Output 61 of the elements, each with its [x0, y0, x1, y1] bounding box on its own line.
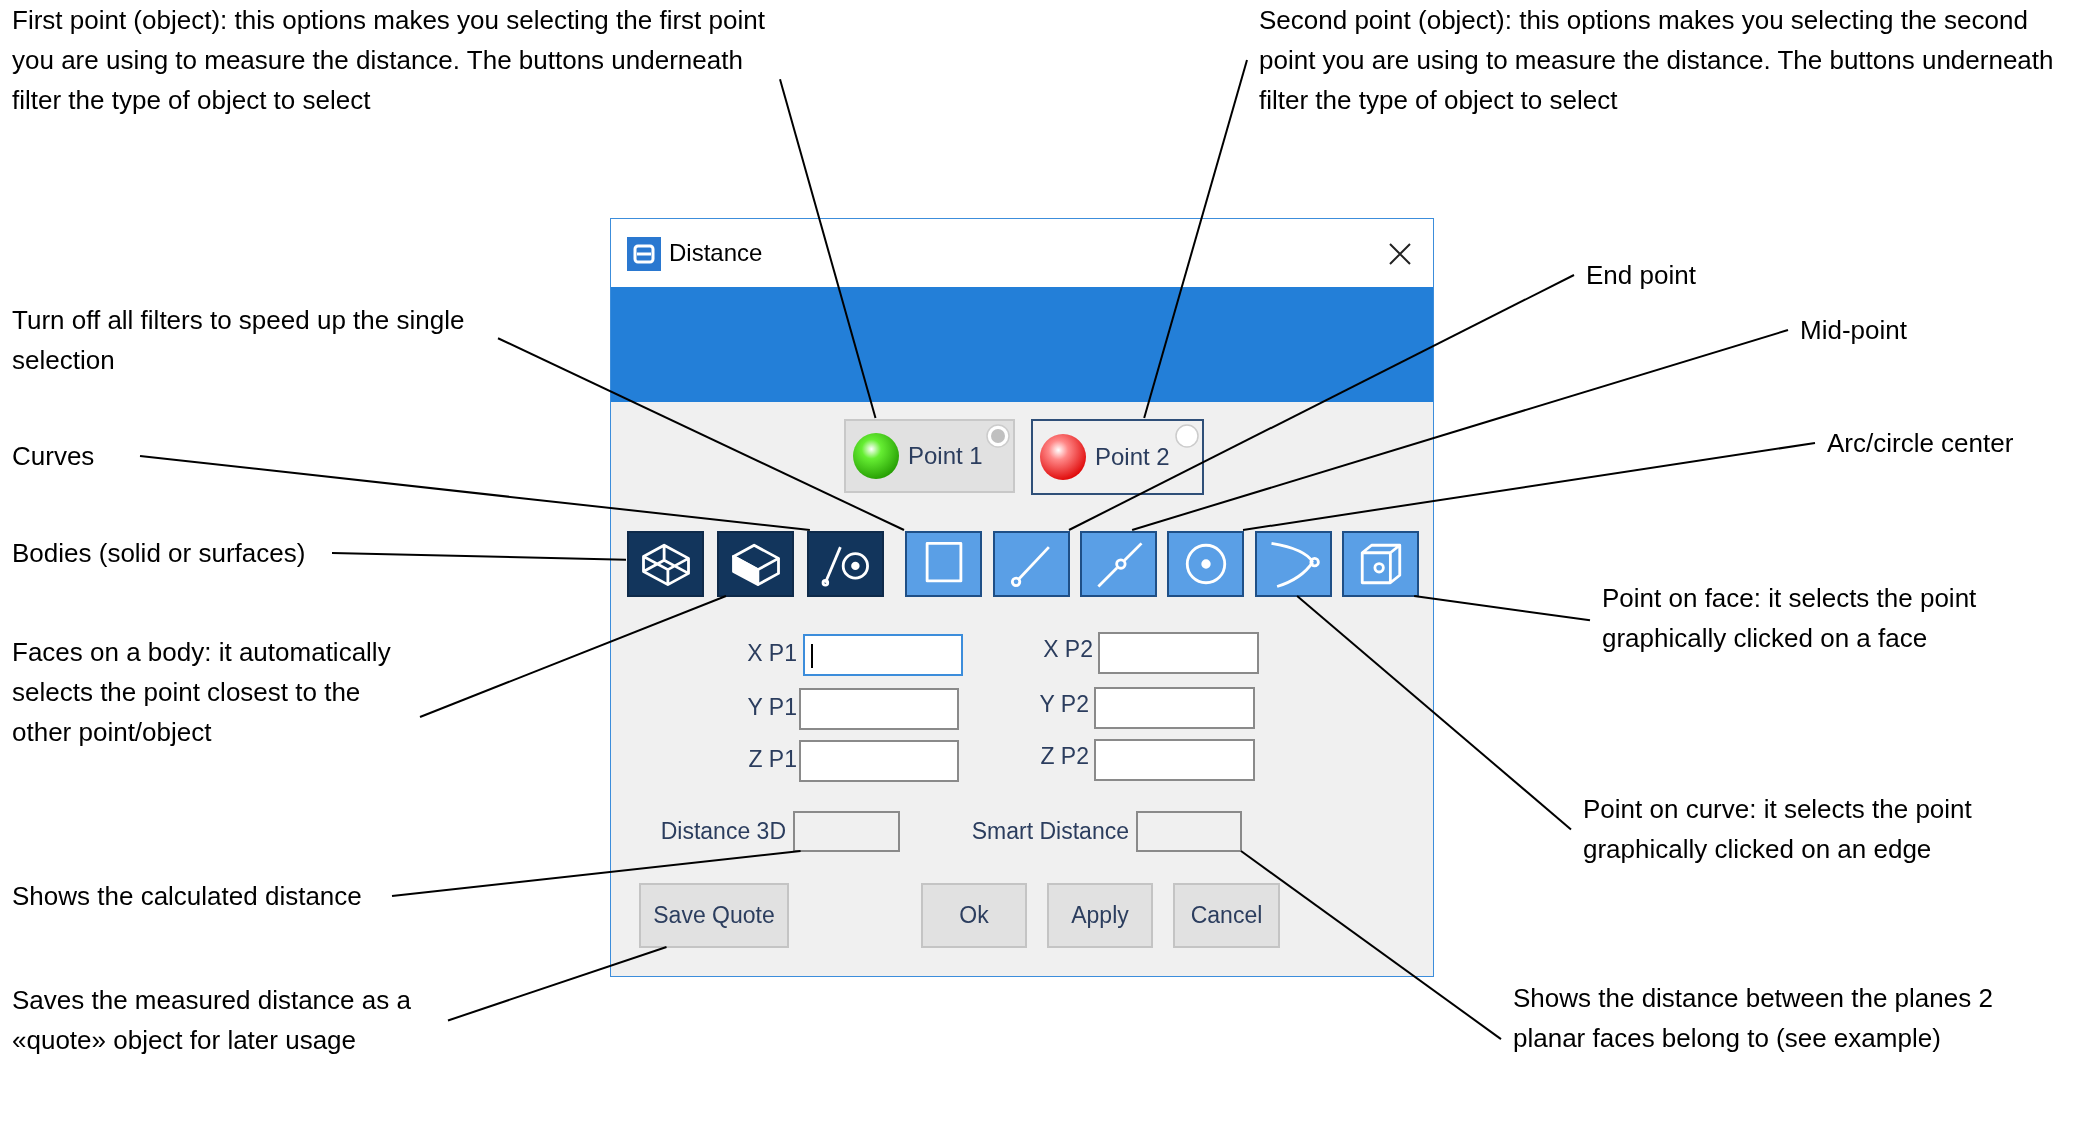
input-field	[1098, 632, 1259, 674]
annotation-text: Bodies (solid or surfaces)	[12, 533, 324, 573]
annotation-text: Turn off all filters to speed up the single selection	[12, 300, 490, 385]
filter-button	[993, 531, 1070, 597]
leader-line	[419, 595, 727, 718]
field-label: X P1	[746, 639, 797, 668]
leader-line	[1240, 850, 1502, 1041]
field-label: Smart Distance	[970, 817, 1129, 846]
dialog-button: Ok	[921, 883, 1027, 948]
input-field	[1094, 687, 1255, 729]
dialog-button: Apply	[1047, 883, 1153, 948]
filter-button	[717, 531, 794, 597]
field-label: Y P2	[1038, 690, 1089, 719]
leader-line	[139, 455, 811, 531]
field-label: Z P2	[1039, 742, 1089, 771]
leader-line	[391, 850, 802, 897]
annotation-text: First point (object): this options makes you selecting the first point you are using to measure the distance. The buttons underneath filter the type of object to select	[12, 0, 772, 165]
field-label: Y P1	[746, 693, 797, 722]
filter-button	[627, 531, 704, 597]
annotation-text: Second point (object): this options makes you selecting the second point you are using to measure the distance. The buttons underneath filter the type of object to select	[1259, 0, 2069, 125]
annotation-text: Saves the measured distance as a «quote» object for later usage	[12, 980, 440, 1070]
leader-line	[447, 946, 668, 1022]
leader-line	[497, 337, 905, 531]
input-field	[799, 688, 959, 730]
leader-line	[1242, 442, 1816, 531]
annotation-text: Arc/circle center	[1827, 423, 2067, 463]
leader-line	[1296, 595, 1572, 831]
leader-line	[1068, 274, 1575, 531]
field-label: Z P1	[747, 745, 797, 774]
filter-button	[1342, 531, 1419, 597]
point-button: Point 2	[1031, 419, 1204, 495]
leader-line	[1413, 595, 1591, 622]
filter-button	[1167, 531, 1244, 597]
field-label: Distance 3D	[659, 817, 786, 846]
annotation-text: Point on curve: it selects the point graphically clicked on an edge	[1583, 789, 2063, 879]
annotation-text: Mid-point	[1800, 310, 2000, 350]
input-field	[803, 634, 963, 676]
dialog-button: Cancel	[1173, 883, 1280, 948]
annotation-text: Curves	[12, 436, 132, 476]
filter-button	[1080, 531, 1157, 597]
dialog-window	[610, 218, 1434, 977]
dialog-button: Save Quote	[639, 883, 789, 948]
dialog-title: Distance	[669, 238, 763, 268]
filter-button	[807, 531, 884, 597]
leader-line	[779, 78, 877, 419]
annotation-text: End point	[1586, 255, 1786, 295]
filter-button	[905, 531, 982, 597]
leader-line	[1131, 329, 1789, 531]
annotation-text: Faces on a body: it automatically selects the point closest to the other point/object	[12, 632, 412, 802]
input-field	[1136, 811, 1242, 852]
point-button: Point 1	[844, 419, 1015, 493]
field-label: X P2	[1042, 635, 1093, 664]
annotation-text: Shows the calculated distance	[12, 876, 384, 916]
input-field	[793, 811, 900, 852]
annotation-text: Shows the distance between the planes 2 planar faces belong to (see example)	[1513, 978, 2063, 1108]
input-field	[1094, 739, 1255, 781]
input-field	[799, 740, 959, 782]
leader-line	[331, 552, 627, 561]
leader-line	[1143, 59, 1248, 419]
annotation-text: Point on face: it selects the point graphically clicked on a face	[1602, 578, 2072, 668]
filter-button	[1255, 531, 1332, 597]
